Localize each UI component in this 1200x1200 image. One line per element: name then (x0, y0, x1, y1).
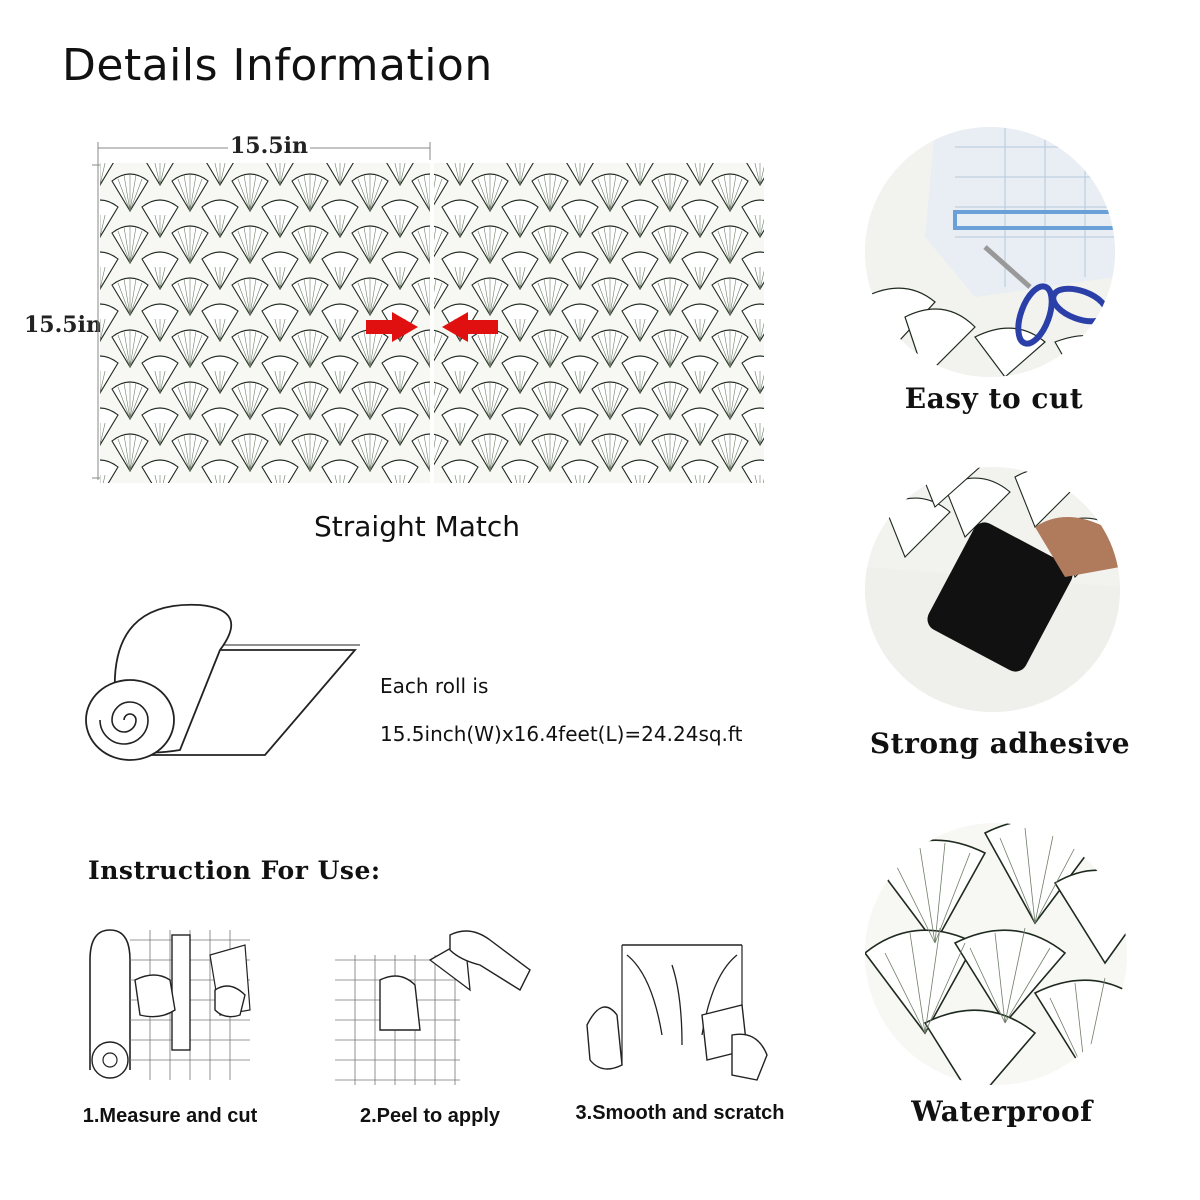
step-2-label: 2.Peel to apply (359, 1105, 501, 1127)
phone-adhesive-icon (865, 467, 1120, 712)
step-1-label: 1.Measure and cut (82, 1105, 258, 1127)
waterproof-photo (865, 823, 1127, 1085)
match-arrows (366, 312, 498, 342)
strong-adhesive-photo (865, 467, 1120, 712)
measure-and-cut-illustration (89, 929, 251, 1080)
smooth-and-scratch-illustration (586, 944, 768, 1081)
easy-to-cut-photo (865, 127, 1115, 377)
wallpaper-roll-icon (85, 603, 360, 761)
arrow-left-icon (442, 312, 498, 342)
instructions-title: Instruction For Use: (88, 856, 381, 885)
step-3-label: 3.Smooth and scratch (575, 1102, 785, 1124)
page-title: Details Information (62, 40, 493, 91)
straight-match-caption: Straight Match (314, 510, 521, 543)
feature-label-easy-to-cut: Easy to cut (904, 382, 1084, 415)
roll-size-line2: 15.5inch(W)x16.4feet(L)=24.24sq.ft (380, 722, 743, 746)
dimension-lines (92, 142, 431, 480)
feature-label-waterproof: Waterproof (911, 1095, 1093, 1128)
feature-label-strong-adhesive: Strong adhesive (869, 727, 1131, 760)
height-label: 15.5in (24, 312, 102, 338)
wallpaper-pattern-panels (100, 163, 764, 483)
arrow-right-icon (366, 312, 418, 342)
roll-size-line1: Each roll is (380, 674, 489, 698)
scissors-cutting-icon (865, 127, 1115, 377)
peel-to-apply-illustration (335, 930, 531, 1085)
width-label: 15.5in (230, 133, 308, 159)
ginkgo-closeup-icon (865, 823, 1127, 1085)
